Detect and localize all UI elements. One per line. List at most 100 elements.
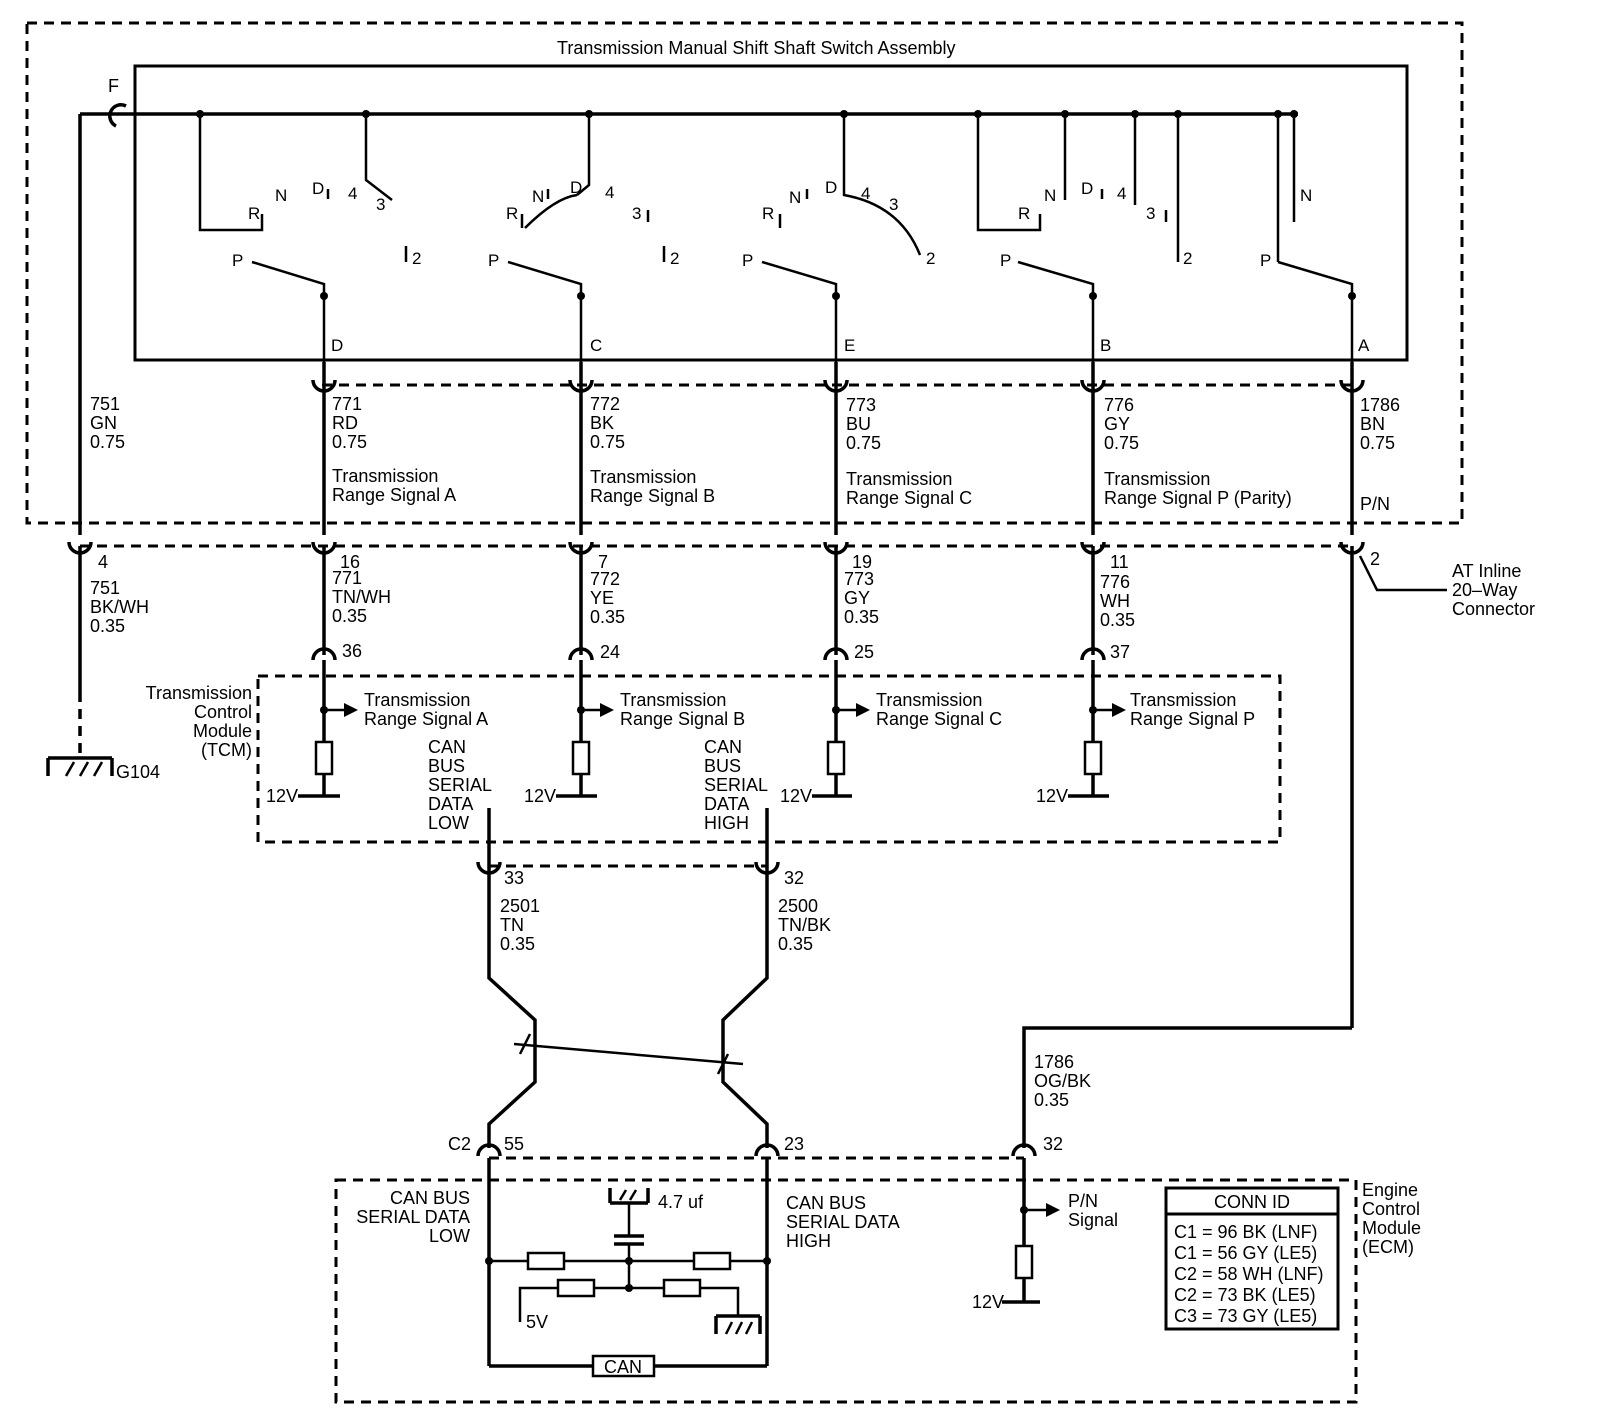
can-block-label: CAN — [604, 1357, 642, 1377]
wire-772-ye-label: 772 YE 0.35 — [590, 569, 625, 627]
can-twisted-pair — [487, 866, 769, 1148]
svg-text:SERIAL: SERIAL — [704, 775, 768, 795]
svg-text:773: 773 — [844, 569, 874, 589]
svg-text:Transmission: Transmission — [846, 469, 952, 489]
inline-pin-7: 7 — [598, 552, 608, 572]
svg-text:Transmission: Transmission — [876, 690, 982, 710]
svg-text:1786: 1786 — [1034, 1052, 1074, 1072]
pos-p-label: P — [1000, 251, 1011, 270]
range-switch-pn: P N — [1260, 114, 1356, 362]
svg-text:Range Signal P: Range Signal P — [1130, 709, 1255, 729]
pos-n-label: N — [532, 187, 544, 206]
svg-text:0.75: 0.75 — [332, 432, 367, 452]
upper-wires — [78, 112, 1365, 535]
wire-751-gn-label: 751 GN 0.75 — [90, 394, 125, 452]
svg-text:Transmission: Transmission — [1104, 469, 1210, 489]
pos-4-label: 4 — [348, 184, 357, 203]
tcm-pin-33: 33 — [504, 868, 524, 888]
pos-d-label: D — [570, 178, 582, 197]
svg-text:BUS: BUS — [428, 756, 465, 776]
tcm-pin-36: 36 — [342, 641, 362, 661]
svg-text:GY: GY — [844, 588, 870, 608]
tcm-input-b: 12V Transmission Range Signal B — [524, 660, 745, 806]
pos-3-label: 3 — [632, 204, 641, 223]
svg-text:CAN BUS: CAN BUS — [390, 1188, 470, 1208]
wire-776-gy-label: 776 GY 0.75 Transmission Range Signal P … — [1104, 395, 1292, 508]
terminal-e-label: E — [844, 336, 855, 355]
wire-776-wh-label: 776 WH 0.35 — [1100, 572, 1135, 630]
svg-text:772: 772 — [590, 569, 620, 589]
terminal-f-label: F — [108, 76, 119, 96]
svg-text:2500: 2500 — [778, 896, 818, 916]
range-switch-a: P R N D 4 3 2 — [198, 114, 421, 362]
svg-text:12V: 12V — [1036, 786, 1068, 806]
svg-text:12V: 12V — [972, 1292, 1004, 1312]
ecm-pin-55: 55 — [504, 1134, 524, 1154]
svg-text:OG/BK: OG/BK — [1034, 1071, 1091, 1091]
svg-text:0.35: 0.35 — [90, 616, 125, 636]
pos-p-label: P — [488, 251, 499, 270]
svg-text:DATA: DATA — [704, 794, 749, 814]
conn-id-row: C1 = 96 BK (LNF) — [1174, 1222, 1318, 1242]
tcm-outline — [256, 674, 1282, 844]
wire-771-tnwh-label: 771 TN/WH 0.35 — [332, 568, 391, 626]
pos-2-label: 2 — [412, 249, 421, 268]
svg-text:1786: 1786 — [1360, 395, 1400, 415]
tcm-pin-25: 25 — [854, 642, 874, 662]
svg-text:771: 771 — [332, 568, 362, 588]
svg-text:0.35: 0.35 — [500, 934, 535, 954]
ecm-pin-32: 32 — [1043, 1134, 1063, 1154]
tcm-can-low-label: CAN BUS SERIAL DATA LOW — [428, 737, 492, 833]
svg-text:776: 776 — [1100, 572, 1130, 592]
svg-text:Signal: Signal — [1068, 1210, 1118, 1230]
ecm-name-2: Control — [1362, 1199, 1420, 1219]
terminal-c-label: C — [590, 336, 602, 355]
wire-773-gy-label: 773 GY 0.35 — [844, 569, 879, 627]
mid-wire-labels: 751 BK/WH 0.35 771 TN/WH 0.35 772 YE 0.3… — [90, 568, 1135, 636]
can-termination-network: CAN 4.7 uf — [485, 1158, 771, 1378]
conn-id-table: CONN ID C1 = 96 BK (LNF) C1 = 56 GY (LE5… — [1164, 1186, 1340, 1331]
svg-text:Transmission: Transmission — [364, 690, 470, 710]
svg-text:Transmission: Transmission — [332, 466, 438, 486]
pos-3-label: 3 — [1146, 204, 1155, 223]
conn-id-row: C2 = 73 BK (LE5) — [1174, 1285, 1316, 1305]
tcm-module: Transmission Control Module (TCM) 36 24 … — [146, 641, 1282, 866]
svg-text:CAN: CAN — [704, 737, 742, 757]
pos-2-label: 2 — [1183, 249, 1192, 268]
svg-text:0.75: 0.75 — [1104, 433, 1139, 453]
tcm-pin-32: 32 — [784, 868, 804, 888]
pos-n-label: N — [1300, 186, 1312, 205]
tcm-pin-37: 37 — [1110, 642, 1130, 662]
svg-text:0.35: 0.35 — [778, 934, 813, 954]
ecm-pin-23: 23 — [784, 1134, 804, 1154]
svg-text:751: 751 — [90, 578, 120, 598]
ground-g104: G104 — [46, 756, 160, 782]
svg-text:Transmission: Transmission — [1130, 690, 1236, 710]
svg-text:SERIAL: SERIAL — [428, 775, 492, 795]
svg-text:Transmission: Transmission — [590, 467, 696, 487]
svg-text:776: 776 — [1104, 395, 1134, 415]
conn-id-row: C3 = 73 GY (LE5) — [1174, 1306, 1317, 1326]
wire-772-bk-label: 772 BK 0.75 Transmission Range Signal B — [590, 394, 715, 506]
terminal-a-label: A — [1358, 336, 1370, 355]
tcm-input-a: 12V Transmission Range Signal A — [266, 660, 488, 806]
wire-2500-tnbk-label: 2500 TN/BK 0.35 — [778, 896, 831, 954]
svg-text:LOW: LOW — [429, 1226, 470, 1246]
svg-text:P/N: P/N — [1360, 494, 1390, 514]
svg-text:P/N: P/N — [1068, 1191, 1098, 1211]
svg-text:Transmission: Transmission — [620, 690, 726, 710]
inline-connector-leader — [1358, 555, 1447, 592]
inline-connector-label-1: AT Inline — [1452, 561, 1521, 581]
svg-text:GY: GY — [1104, 414, 1130, 434]
svg-text:0.35: 0.35 — [590, 607, 625, 627]
ecm-can-high-label: CAN BUS SERIAL DATA HIGH — [786, 1193, 900, 1251]
pos-r-label: R — [1018, 204, 1030, 223]
svg-text:Range Signal C: Range Signal C — [846, 488, 972, 508]
pos-p-label: P — [742, 251, 753, 270]
ecm-connector-label: C2 — [448, 1134, 471, 1154]
inline-pin-11: 11 — [1110, 552, 1129, 572]
tcm-pin-24: 24 — [600, 642, 620, 662]
svg-text:0.75: 0.75 — [846, 433, 881, 453]
wire-773-bu-label: 773 BU 0.75 Transmission Range Signal C — [846, 395, 972, 508]
range-switch-p: P R N D 4 3 2 — [976, 114, 1192, 362]
